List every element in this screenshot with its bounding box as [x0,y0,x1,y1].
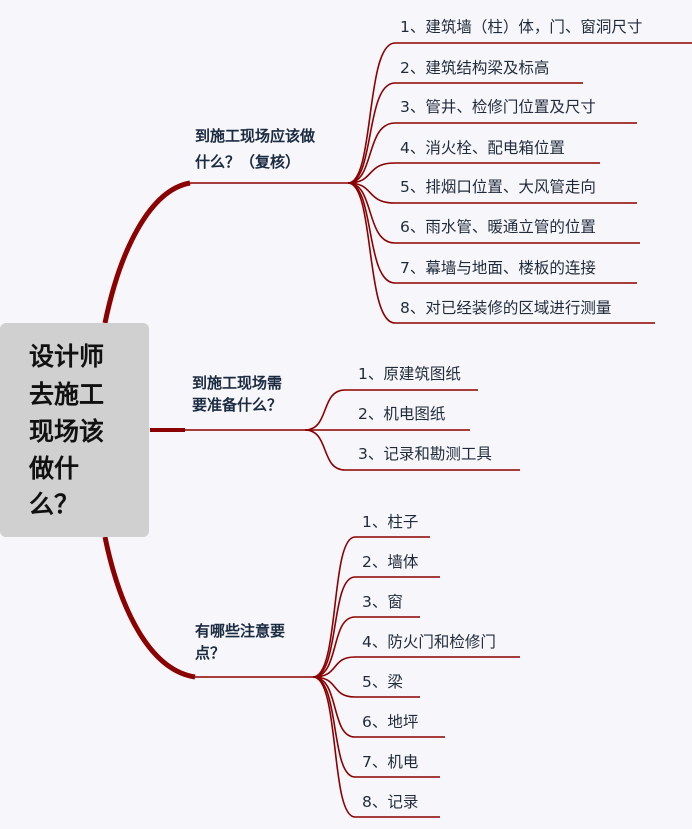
root-topic[interactable]: 设计师 去施工 现场该 做什 么？ [0,323,149,537]
topic-item[interactable]: 1、柱子 [362,513,419,531]
topic-item[interactable]: 5、梁 [362,673,403,691]
branch-check-onsite[interactable]: 到施工现场应该做 什么？（复核） [195,125,315,173]
root-line: 设计师 [29,342,105,371]
branch-line: 什么？（复核） [195,153,301,171]
topic-item[interactable]: 8、对已经装修的区域进行测量 [400,299,612,317]
root-line: 去施工 [29,380,105,409]
root-line: 做什 [29,454,80,483]
branch-line: 到施工现场应该做 [195,127,316,145]
branch-line: 到施工现场需 [192,374,283,392]
topic-item[interactable]: 7、机电 [362,753,419,771]
topic-item[interactable]: 3、窗 [362,593,403,611]
branch-prepare[interactable]: 到施工现场需 要准备什么？ [192,372,282,416]
topic-item[interactable]: 6、地坪 [362,713,419,731]
topic-item[interactable]: 3、管井、检修门位置及尺寸 [400,98,596,116]
root-line: 么？ [29,490,80,519]
topic-item[interactable]: 5、排烟口位置、大风管走向 [400,178,596,196]
topic-item[interactable]: 7、幕墙与地面、楼板的连接 [400,259,596,277]
topic-item[interactable]: 4、消火栓、配电箱位置 [400,139,565,157]
topic-item[interactable]: 1、建筑墙（柱）体，门、窗洞尺寸 [400,18,643,36]
topic-item[interactable]: 2、建筑结构梁及标高 [400,59,550,77]
topic-item[interactable]: 6、雨水管、暖通立管的位置 [400,218,596,236]
topic-item[interactable]: 8、记录 [362,793,419,811]
topic-item[interactable]: 1、原建筑图纸 [358,365,461,383]
root-line: 现场该 [29,417,105,446]
branch-line: 点？ [195,644,226,662]
topic-item[interactable]: 2、机电图纸 [358,405,446,423]
branch-line: 要准备什么？ [192,396,283,414]
branch-notes[interactable]: 有哪些注意要 点？ [195,620,285,664]
branch-line: 有哪些注意要 [195,622,286,640]
topic-item[interactable]: 3、记录和勘测工具 [358,445,492,463]
topic-item[interactable]: 4、防火门和检修门 [362,633,496,651]
topic-item[interactable]: 2、墙体 [362,553,419,571]
